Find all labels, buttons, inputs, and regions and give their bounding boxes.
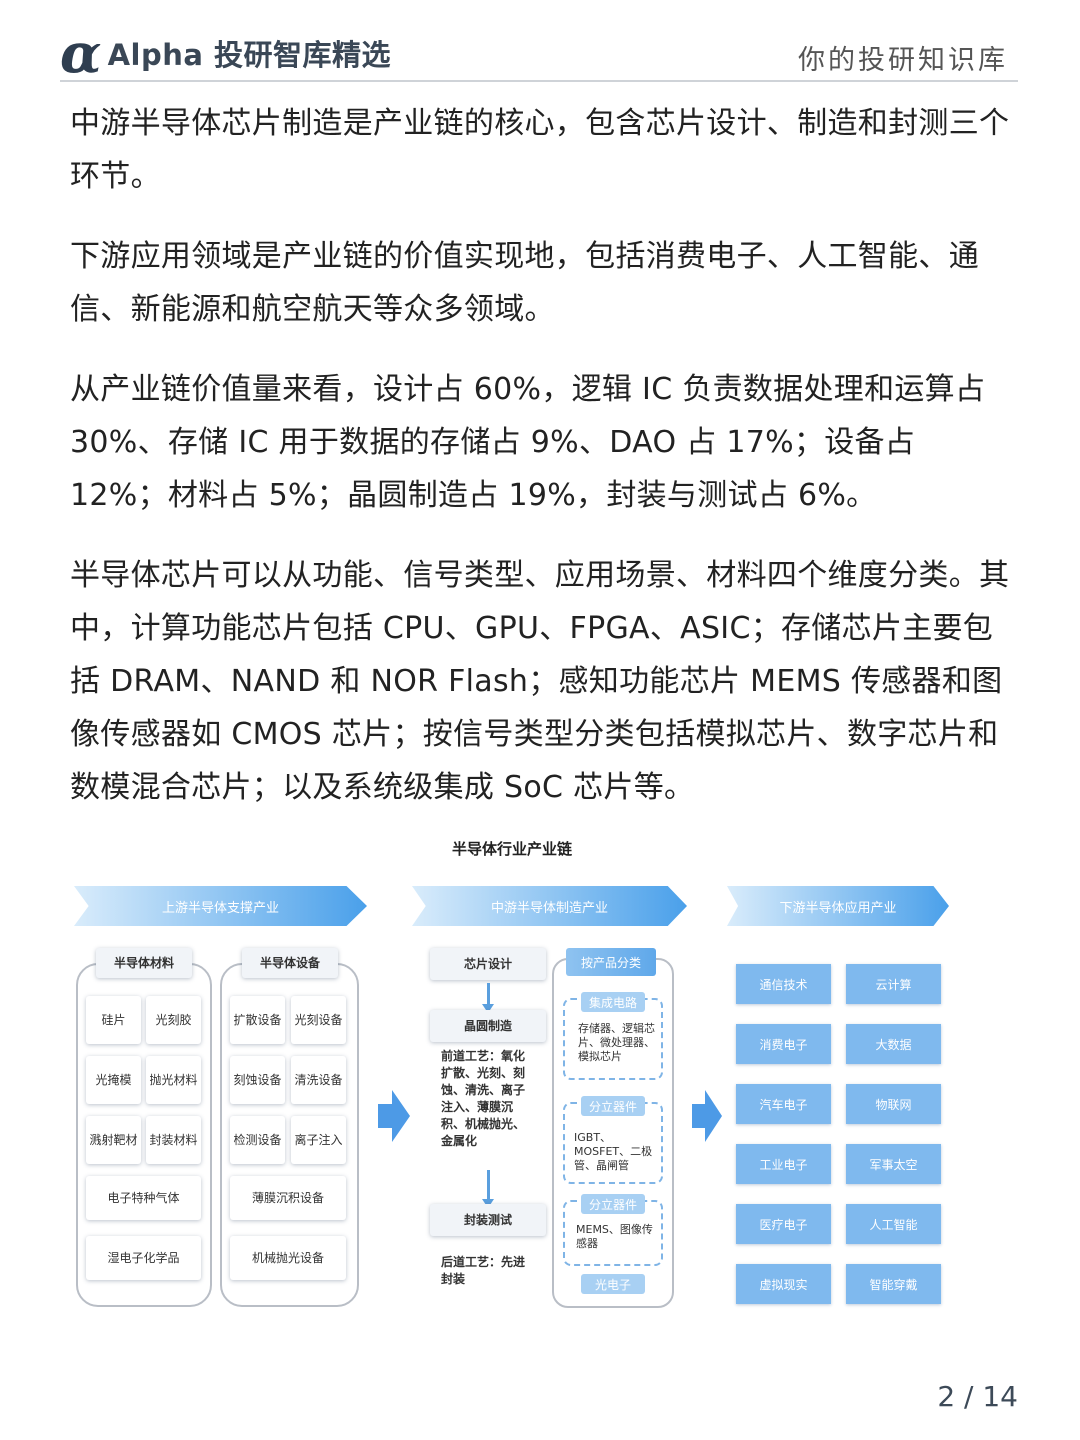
tagline: 你的投研知识库 xyxy=(798,45,1008,76)
chip-design-box: 芯片设计 xyxy=(430,948,546,980)
alpha-logo-icon: α xyxy=(60,21,102,85)
equipment-item: 清洗设备 xyxy=(291,1056,346,1104)
application-item: 物联网 xyxy=(846,1084,941,1124)
brand-name: Alpha 投研智库精选 xyxy=(107,38,392,72)
material-item: 光刻胶 xyxy=(146,996,201,1044)
figure-title: 半导体行业产业链 xyxy=(451,840,572,858)
application-item: 军事太空 xyxy=(846,1144,941,1184)
equipment-item: 光刻设备 xyxy=(291,996,346,1044)
equipment-item: 机械抛光设备 xyxy=(230,1236,346,1280)
midstream-header: 中游半导体制造产业 xyxy=(412,886,687,926)
paragraph: 中游半导体芯片制造是产业链的核心，包含芯片设计、制造和封测三个环节。 xyxy=(70,106,1010,194)
front-process-text: 前道工艺：氧化扩散、光刻、刻蚀、清洗、离子注入、薄膜沉积、机械抛光、金属化 xyxy=(441,1049,526,1148)
materials-title: 半导体材料 xyxy=(96,948,192,978)
page-header: α Alpha 投研智库精选 你的投研知识库 xyxy=(60,20,1018,82)
application-item: 医疗电子 xyxy=(736,1204,831,1244)
discrete-tab: 分立器件 xyxy=(581,1096,645,1116)
optoelectronics-tab: 光电子 xyxy=(581,1274,645,1294)
downstream-header: 下游半导体应用产业 xyxy=(727,886,949,926)
application-item: 虚拟现实 xyxy=(736,1264,831,1304)
down-arrow-icon xyxy=(482,983,494,1013)
upstream-header: 上游半导体支撑产业 xyxy=(74,886,367,926)
wafer-manufacturing-box: 晶圆制造 xyxy=(430,1010,546,1042)
application-item: 云计算 xyxy=(846,964,941,1004)
by-product-tab: 按产品分类 xyxy=(566,948,656,976)
article-body: 中游半导体芯片制造是产业链的核心，包含芯片设计、制造和封测三个环节。 下游应用领… xyxy=(70,97,1015,841)
application-item: 大数据 xyxy=(846,1024,941,1064)
industry-chain-figure: 半导体行业产业链 上游半导体支撑产业 中游半导体制造产业 下游半导体应用产业 半… xyxy=(72,838,952,1318)
page-number: 2 / 14 xyxy=(937,1380,1018,1413)
brand: α Alpha 投研智库精选 xyxy=(60,26,391,80)
application-item: 智能穿戴 xyxy=(846,1264,941,1304)
material-item: 抛光材料 xyxy=(146,1056,201,1104)
product-category-panel xyxy=(552,958,674,1308)
down-arrow-icon xyxy=(482,1170,494,1208)
material-item: 封装材料 xyxy=(146,1116,201,1164)
equipment-item: 离子注入 xyxy=(291,1116,346,1164)
material-item: 硅片 xyxy=(86,996,141,1044)
sensor-desc: MEMS、图像传感器 xyxy=(576,1223,653,1250)
material-item: 湿电子化学品 xyxy=(86,1236,201,1280)
application-item: 人工智能 xyxy=(846,1204,941,1244)
paragraph: 下游应用领域是产业链的价值实现地，包括消费电子、人工智能、通信、新能源和航空航天… xyxy=(70,239,979,327)
equipment-item: 薄膜沉积设备 xyxy=(230,1176,346,1220)
material-item: 溅射靶材 xyxy=(86,1116,141,1164)
material-item: 光掩模 xyxy=(86,1056,141,1104)
packaging-testing-box: 封装测试 xyxy=(430,1204,546,1236)
paragraph: 从产业链价值量来看，设计占 60%，逻辑 IC 负责数据处理和运算占 30%、存… xyxy=(70,372,986,513)
equipment-title: 半导体设备 xyxy=(242,948,338,978)
paragraph: 半导体芯片可以从功能、信号类型、应用场景、材料四个维度分类。其中，计算功能芯片包… xyxy=(70,558,1010,805)
material-item: 电子特种气体 xyxy=(86,1176,201,1220)
equipment-item: 检测设备 xyxy=(230,1116,285,1164)
application-item: 工业电子 xyxy=(736,1144,831,1184)
flow-arrow-icon xyxy=(378,1090,410,1142)
equipment-item: 扩散设备 xyxy=(230,996,285,1044)
ic-tab: 集成电路 xyxy=(581,992,645,1012)
sensor-tab: 分立器件 xyxy=(581,1194,645,1214)
application-item: 汽车电子 xyxy=(736,1084,831,1124)
application-item: 消费电子 xyxy=(736,1024,831,1064)
application-item: 通信技术 xyxy=(736,964,831,1004)
equipment-item: 刻蚀设备 xyxy=(230,1056,285,1104)
ic-desc: 存储器、逻辑芯片、微处理器、模拟芯片 xyxy=(578,1022,655,1063)
back-process-text: 后道工艺：先进封装 xyxy=(441,1255,526,1286)
discrete-desc: IGBT、MOSFET、二极管、晶闸管 xyxy=(574,1131,653,1172)
flow-arrow-icon xyxy=(692,1090,722,1142)
